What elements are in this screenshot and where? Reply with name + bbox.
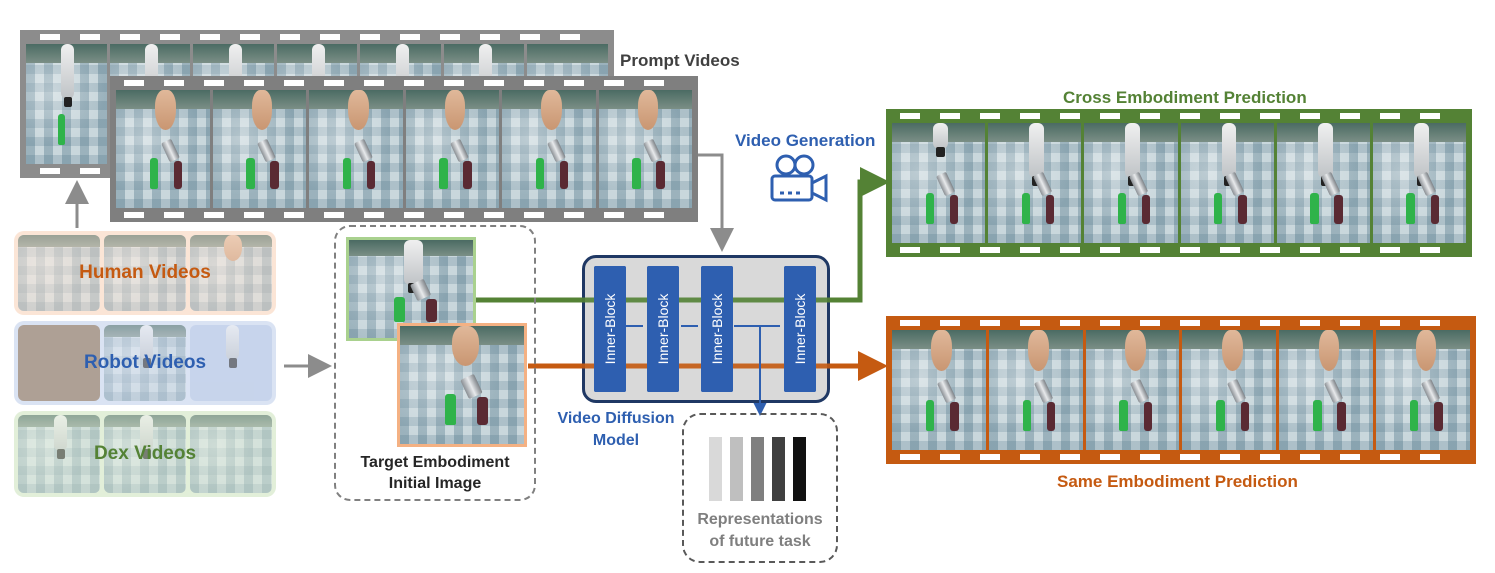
prompt-front-frame [598, 90, 692, 208]
prompt-front-frame [309, 90, 403, 208]
prompt-videos-label: Prompt Videos [620, 51, 740, 70]
same-frame [1085, 330, 1180, 450]
dataset-dex: Dex Videos [14, 411, 276, 497]
model-label-line1: Video Diffusion [557, 410, 675, 427]
prompt-front-frame [212, 90, 306, 208]
same-frame [892, 330, 986, 450]
prompt-back-frame [26, 44, 107, 164]
same-prediction-strip [886, 316, 1476, 464]
prompt-front-frame [116, 90, 210, 208]
prompt-strip-front [110, 76, 698, 222]
target-image-robot [346, 237, 476, 341]
cross-frame [1276, 123, 1370, 243]
same-frame [1376, 330, 1470, 450]
cross-frame [892, 123, 986, 243]
same-frame [1279, 330, 1374, 450]
repr-label-line1: Representations [697, 511, 823, 528]
inner-block-1-face: Inner-Block [594, 266, 626, 392]
repr-bar-3 [751, 437, 764, 501]
target-label-line2: Initial Image [388, 475, 482, 492]
cross-prediction-strip [886, 109, 1472, 257]
repr-bar-5 [793, 437, 806, 501]
repr-label-line2: of future task [709, 533, 811, 550]
cross-frame [1372, 123, 1467, 243]
cross-prediction-label: Cross Embodiment Prediction [1063, 88, 1307, 107]
inner-block-4-face: Inner-Block [784, 266, 816, 392]
prompt-front-frame [405, 90, 499, 208]
dataset-human: Human Videos [14, 231, 276, 315]
same-prediction-label: Same Embodiment Prediction [1057, 472, 1298, 491]
cross-frame [1084, 123, 1178, 243]
representations-box [682, 413, 838, 563]
model-label-line2: Model [592, 432, 640, 449]
video-generation-label: Video Generation [735, 131, 876, 150]
repr-bar-4 [772, 437, 785, 501]
dataset-human-label: Human Videos [79, 262, 211, 283]
target-image-group [334, 225, 536, 501]
video-camera-icon [770, 154, 828, 203]
repr-bar-1 [709, 437, 722, 501]
dataset-robot: Robot Videos [14, 321, 276, 405]
inner-block-2-face: Inner-Block [647, 266, 679, 392]
dataset-dex-label: Dex Videos [93, 443, 197, 464]
repr-bar-2 [730, 437, 743, 501]
same-frame [1182, 330, 1277, 450]
dataset-robot-label: Robot Videos [83, 352, 207, 373]
arrow-prompt-to-model [694, 153, 734, 252]
same-frame [988, 330, 1083, 450]
cross-frame [1180, 123, 1274, 243]
cross-frame [988, 123, 1082, 243]
target-image-human [397, 323, 527, 447]
representation-bars [709, 437, 806, 501]
target-label-line1: Target Embodiment [360, 454, 510, 471]
inner-block-3-face: Inner-Block [701, 266, 733, 392]
prompt-front-frame [502, 90, 596, 208]
